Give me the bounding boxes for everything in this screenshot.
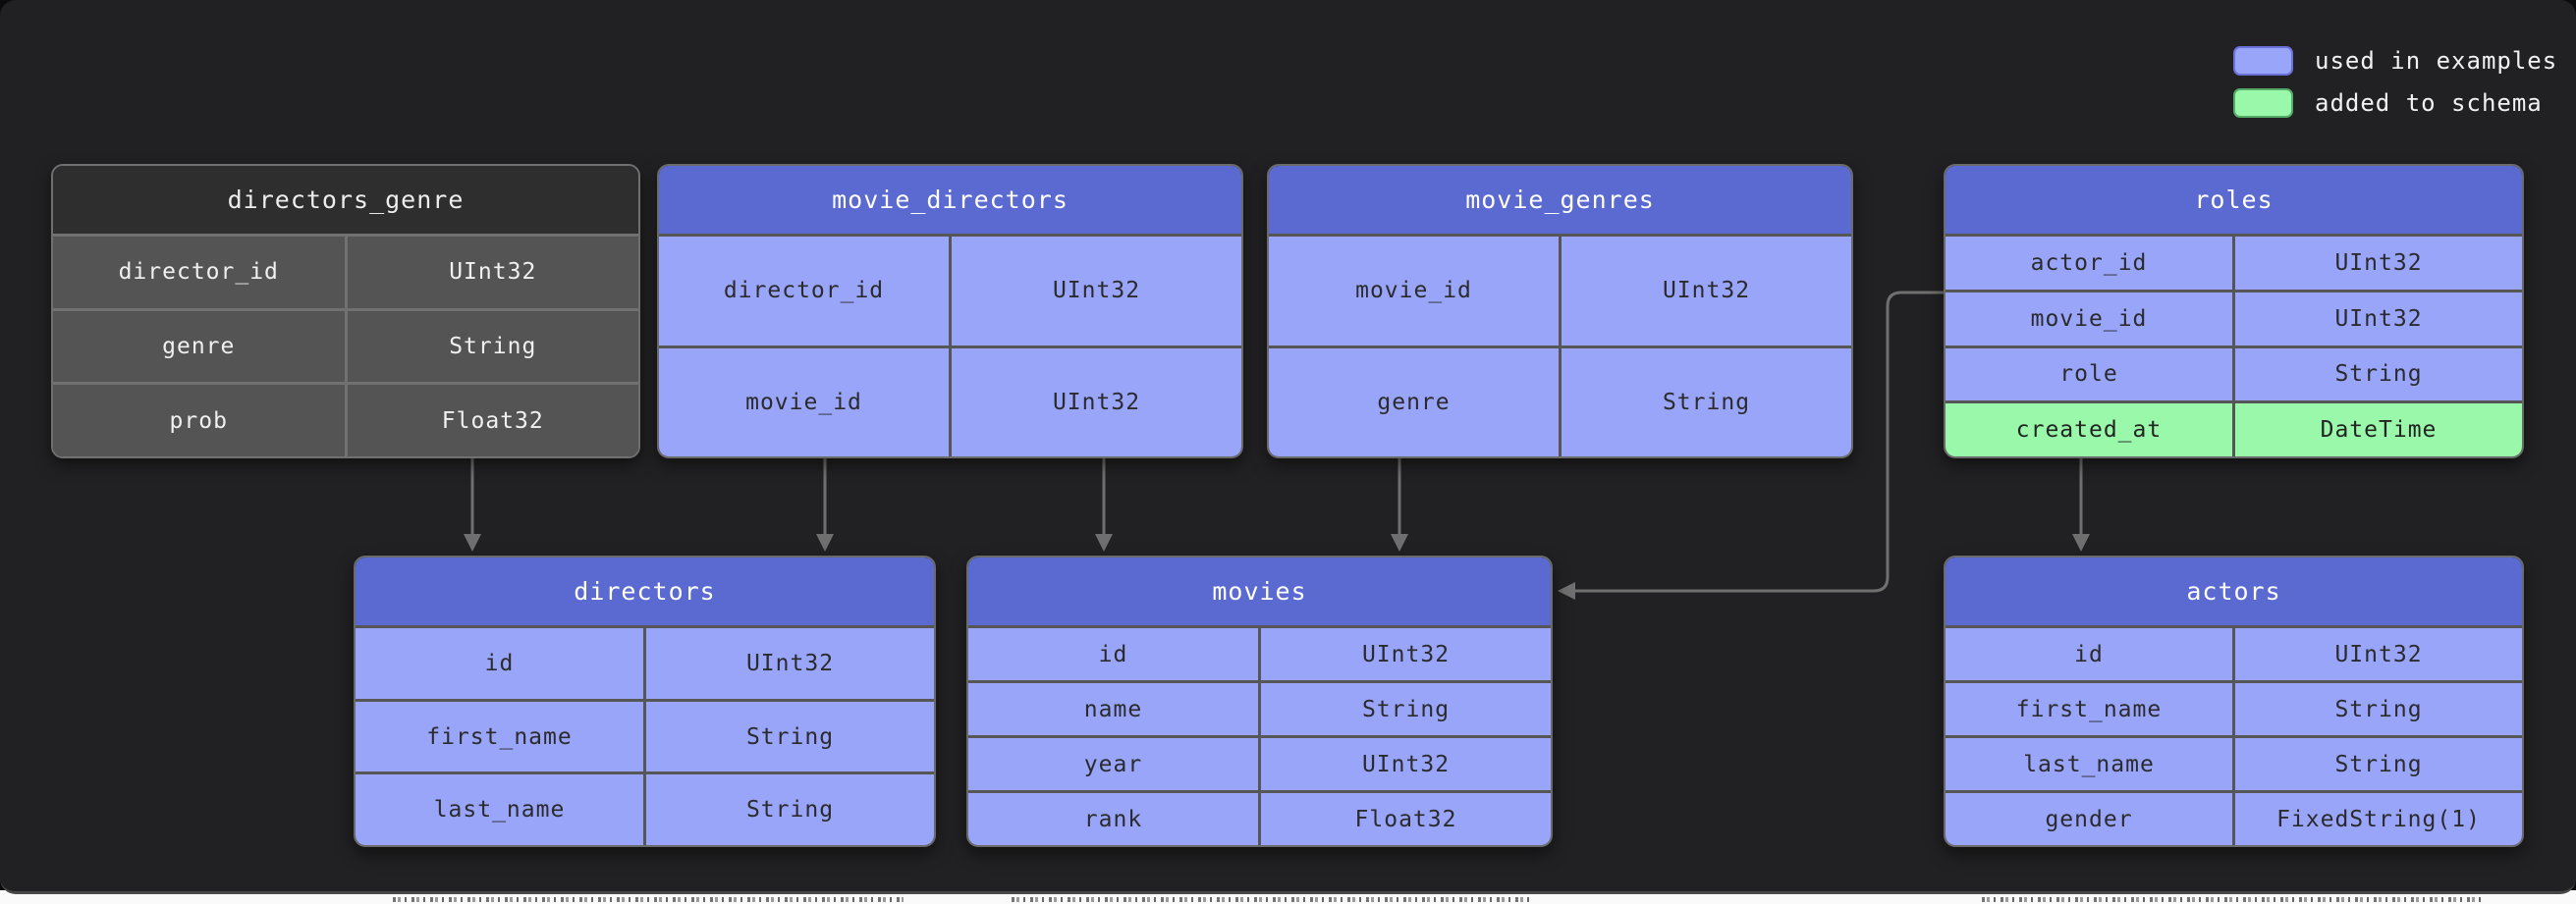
column-type: String <box>2235 738 2522 790</box>
table-row: id UInt32 <box>1946 625 2522 680</box>
table-row: first_name String <box>356 698 934 772</box>
table-row: movie_id UInt32 <box>659 345 1241 456</box>
table-row: name String <box>968 680 1551 735</box>
table-row: rank Float32 <box>968 790 1551 845</box>
legend-label: used in examples <box>2315 47 2558 75</box>
column-type: UInt32 <box>952 347 1241 456</box>
column-name: director_id <box>53 237 348 308</box>
column-type: Float32 <box>347 385 638 456</box>
table-row: last_name String <box>1946 735 2522 790</box>
column-type: UInt32 <box>2235 292 2522 346</box>
table-movies: movies id UInt32 name String year UInt32… <box>966 556 1553 847</box>
table-row: first_name String <box>1946 680 2522 735</box>
legend-swatch-used-in-examples <box>2233 46 2293 76</box>
column-name: prob <box>53 385 348 456</box>
column-type: String <box>2235 347 2522 401</box>
table-title: directors_genre <box>53 166 638 234</box>
column-type: String <box>1261 683 1551 735</box>
table-row-added-to-schema: created_at DateTime <box>1946 400 2522 456</box>
column-type: UInt32 <box>347 237 638 308</box>
table-row: genre String <box>1269 345 1851 456</box>
table-title: roles <box>1946 166 2522 234</box>
table-row: year UInt32 <box>968 735 1551 790</box>
legend-swatch-added-to-schema <box>2233 88 2293 118</box>
column-type: DateTime <box>2235 403 2522 456</box>
column-name: director_id <box>659 237 952 346</box>
table-row: id UInt32 <box>968 625 1551 680</box>
table-title: movie_genres <box>1269 166 1851 234</box>
column-name: year <box>968 738 1261 790</box>
column-name: movie_id <box>659 347 952 456</box>
table-directors-genre: directors_genre director_id UInt32 genre… <box>51 164 640 458</box>
table-title: directors <box>356 558 934 625</box>
column-name: genre <box>53 310 348 383</box>
column-name: gender <box>1946 793 2235 845</box>
column-type: String <box>2235 683 2522 735</box>
column-name: last_name <box>1946 738 2235 790</box>
column-name: name <box>968 683 1261 735</box>
column-type: String <box>646 701 934 772</box>
table-title: movie_directors <box>659 166 1241 234</box>
column-name: movie_id <box>1269 237 1562 346</box>
column-name: movie_id <box>1946 292 2235 346</box>
table-row: actor_id UInt32 <box>1946 234 2522 290</box>
legend-item-added-to-schema: added to schema <box>2233 88 2557 118</box>
column-type: UInt32 <box>1261 628 1551 680</box>
table-row: movie_id UInt32 <box>1946 289 2522 346</box>
column-name: last_name <box>356 774 646 845</box>
column-type: String <box>347 310 638 383</box>
table-directors: directors id UInt32 first_name String la… <box>354 556 936 847</box>
table-row: genre String <box>53 307 638 383</box>
column-name: role <box>1946 347 2235 401</box>
legend-label: added to schema <box>2315 89 2543 117</box>
table-row: prob Float32 <box>53 382 638 456</box>
column-name: genre <box>1269 347 1562 456</box>
column-name: first_name <box>1946 683 2235 735</box>
column-name: id <box>1946 628 2235 680</box>
legend-item-used-in-examples: used in examples <box>2233 46 2557 76</box>
column-name: first_name <box>356 701 646 772</box>
cutoff-text-noise <box>1982 897 2485 902</box>
table-row: last_name String <box>356 771 934 845</box>
column-type: UInt32 <box>1261 738 1551 790</box>
cutoff-text-noise <box>393 897 904 902</box>
column-type: UInt32 <box>952 237 1241 346</box>
column-name: actor_id <box>1946 237 2235 290</box>
table-title: actors <box>1946 558 2522 625</box>
table-row: gender FixedString(1) <box>1946 790 2522 845</box>
column-type: String <box>646 774 934 845</box>
column-name: id <box>356 628 646 699</box>
table-row: id UInt32 <box>356 625 934 699</box>
column-type: UInt32 <box>2235 628 2522 680</box>
column-type: FixedString(1) <box>2235 793 2522 845</box>
legend: used in examples added to schema <box>2233 46 2557 118</box>
column-name: rank <box>968 793 1261 845</box>
column-name: id <box>968 628 1261 680</box>
column-type: Float32 <box>1261 793 1551 845</box>
table-title: movies <box>968 558 1551 625</box>
table-movie-directors: movie_directors director_id UInt32 movie… <box>657 164 1243 458</box>
table-row: director_id UInt32 <box>659 234 1241 346</box>
table-roles: roles actor_id UInt32 movie_id UInt32 ro… <box>1944 164 2524 458</box>
column-type: String <box>1562 347 1851 456</box>
column-type: UInt32 <box>1562 237 1851 346</box>
table-row: role String <box>1946 345 2522 401</box>
column-type: UInt32 <box>2235 237 2522 290</box>
column-type: UInt32 <box>646 628 934 699</box>
cutoff-text-noise <box>1012 897 1532 902</box>
table-movie-genres: movie_genres movie_id UInt32 genre Strin… <box>1267 164 1853 458</box>
column-name: created_at <box>1946 403 2235 456</box>
table-actors: actors id UInt32 first_name String last_… <box>1944 556 2524 847</box>
table-row: director_id UInt32 <box>53 234 638 308</box>
table-row: movie_id UInt32 <box>1269 234 1851 346</box>
